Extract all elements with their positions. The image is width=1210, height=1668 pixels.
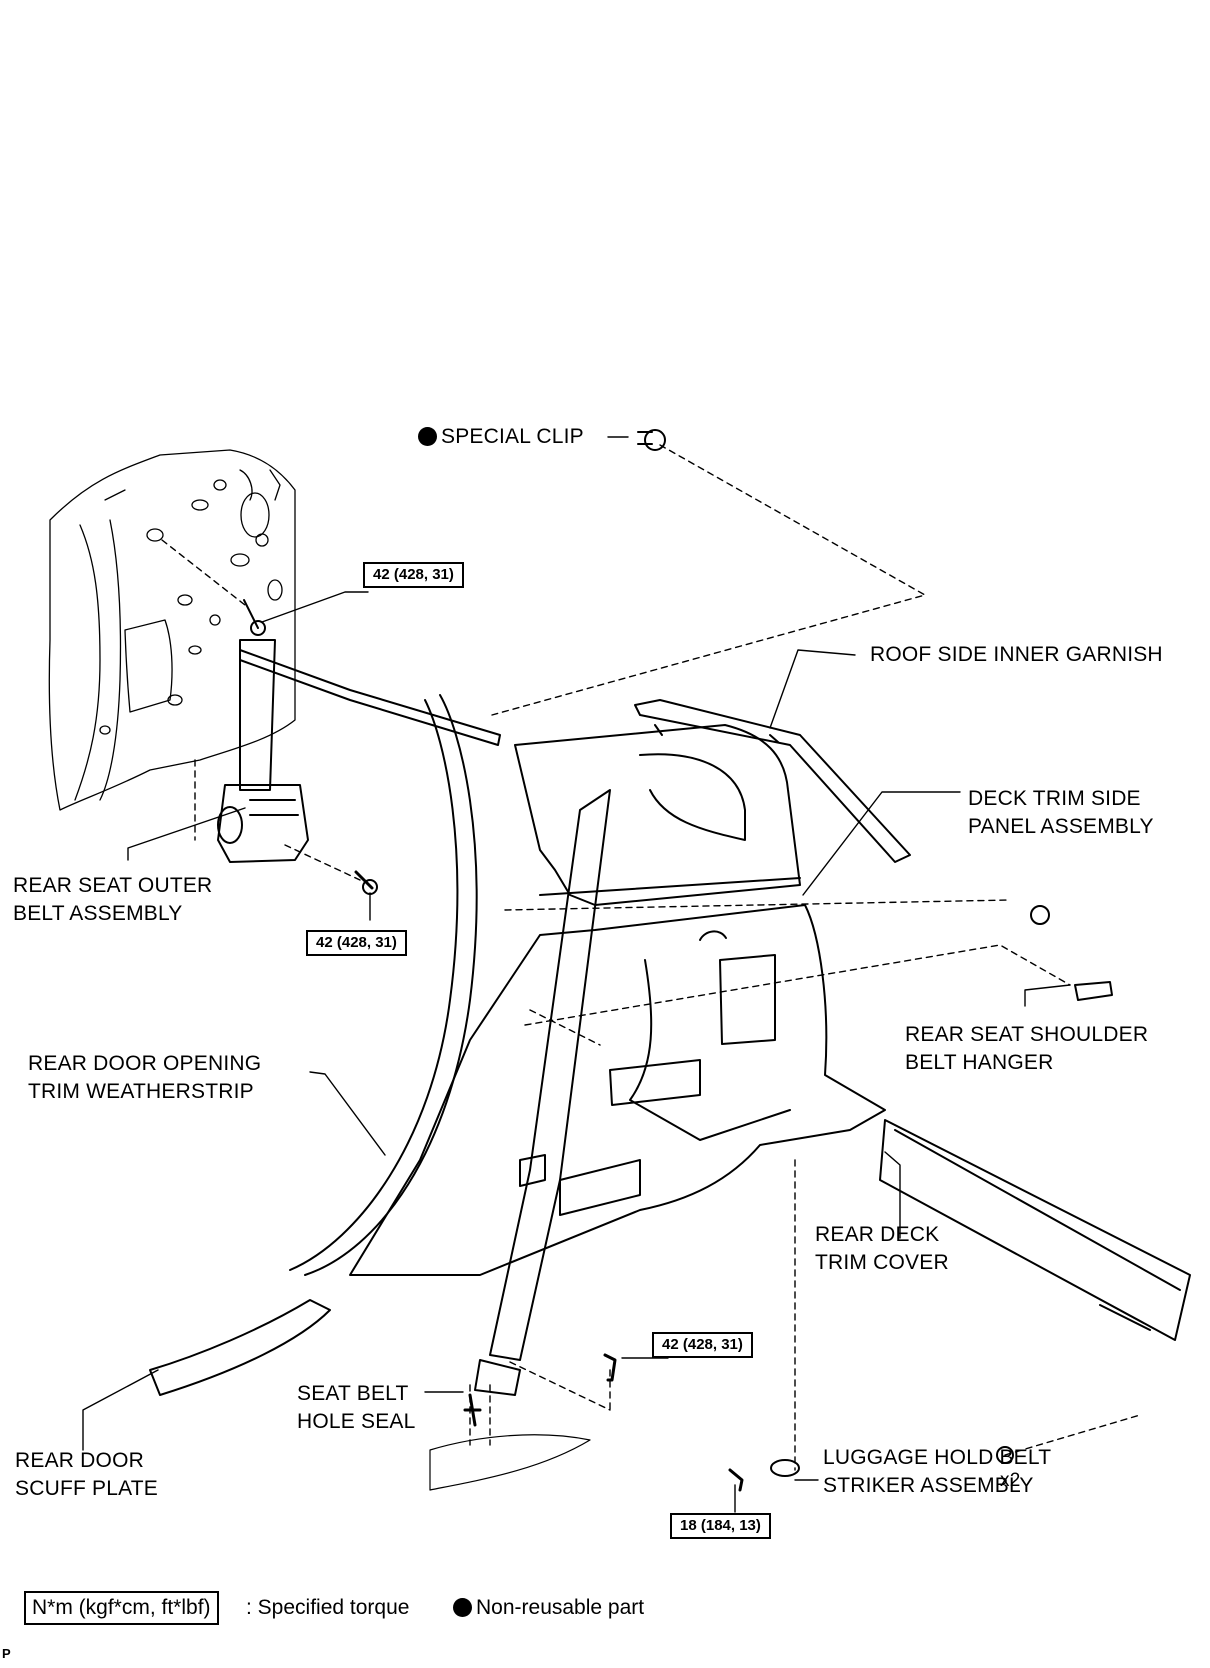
torque-spec-retractor-bolt: 42 (428, 31) — [306, 930, 407, 956]
deck-trim-side-panel-label-line1: DECK TRIM SIDE — [968, 787, 1141, 810]
roof-garnish-part — [634, 699, 911, 863]
non-reusable-legend-icon — [453, 1598, 472, 1617]
special-clip-part — [637, 429, 666, 451]
deck-trim-lower — [349, 904, 886, 1276]
rear-door-weatherstrip-label-line2: TRIM WEATHERSTRIP — [28, 1080, 254, 1103]
special-clip-label: SPECIAL CLIP — [418, 423, 584, 451]
torque-spec-striker-bolt: 18 (184, 13) — [670, 1513, 771, 1539]
legend-torque-unit-box: N*m (kgf*cm, ft*lbf) — [24, 1591, 219, 1625]
rear-door-scuff-plate-label-line2: SCUFF PLATE — [15, 1477, 158, 1500]
rear-seat-shoulder-hanger-label-line1: REAR SEAT SHOULDER — [905, 1023, 1149, 1046]
quantity-x2-label: x2 — [1000, 1470, 1021, 1491]
rear-door-scuff-plate-label-line1: REAR DOOR — [15, 1449, 144, 1472]
rear-seat-outer-belt — [217, 599, 501, 863]
deck-trim-upper — [514, 724, 801, 906]
legend-non-reusable: Non-reusable part — [453, 1593, 644, 1623]
non-reusable-icon — [418, 427, 437, 446]
deck-trim-cover-part — [879, 1119, 1191, 1341]
rear-deck-trim-cover-label-line2: TRIM COVER — [815, 1251, 949, 1274]
legend-torque-description: : Specified torque — [246, 1596, 410, 1619]
seat-belt-hole-seal-label-line1: SEAT BELT — [297, 1382, 409, 1405]
corner-code: P — [2, 1646, 11, 1661]
rear-seat-outer-belt-label-line1: REAR SEAT OUTER — [13, 874, 213, 897]
weatherstrip-part — [304, 694, 478, 1276]
striker-part — [770, 1459, 800, 1477]
seat-belt-hole-seal-label-line2: HOLE SEAL — [297, 1410, 416, 1433]
shoulder-hanger-part — [1074, 981, 1113, 1001]
torque-spec-upper-anchor: 42 (428, 31) — [363, 562, 464, 588]
rear-seat-shoulder-hanger-label-line2: BELT HANGER — [905, 1051, 1054, 1074]
rear-seat-outer-belt-label-line2: BELT ASSEMBLY — [13, 902, 183, 925]
deck-trim-side-panel-label-line2: PANEL ASSEMBLY — [968, 815, 1154, 838]
luggage-hold-striker-label-line2: STRIKER ASSEMBLY — [823, 1474, 1034, 1497]
luggage-hold-striker-label-line1: LUGGAGE HOLD BELT — [823, 1446, 1052, 1469]
rear-deck-trim-cover-label-line1: REAR DECK — [815, 1223, 940, 1246]
rear-door-weatherstrip-label-line1: REAR DOOR OPENING — [28, 1052, 262, 1075]
shoulder-belt — [489, 789, 611, 1361]
scuff-plate-part — [149, 1299, 331, 1396]
torque-spec-floor-anchor: 42 (428, 31) — [652, 1332, 753, 1358]
roof-side-inner-garnish-label: ROOF SIDE INNER GARNISH — [870, 643, 1163, 666]
body-structure — [48, 449, 296, 811]
